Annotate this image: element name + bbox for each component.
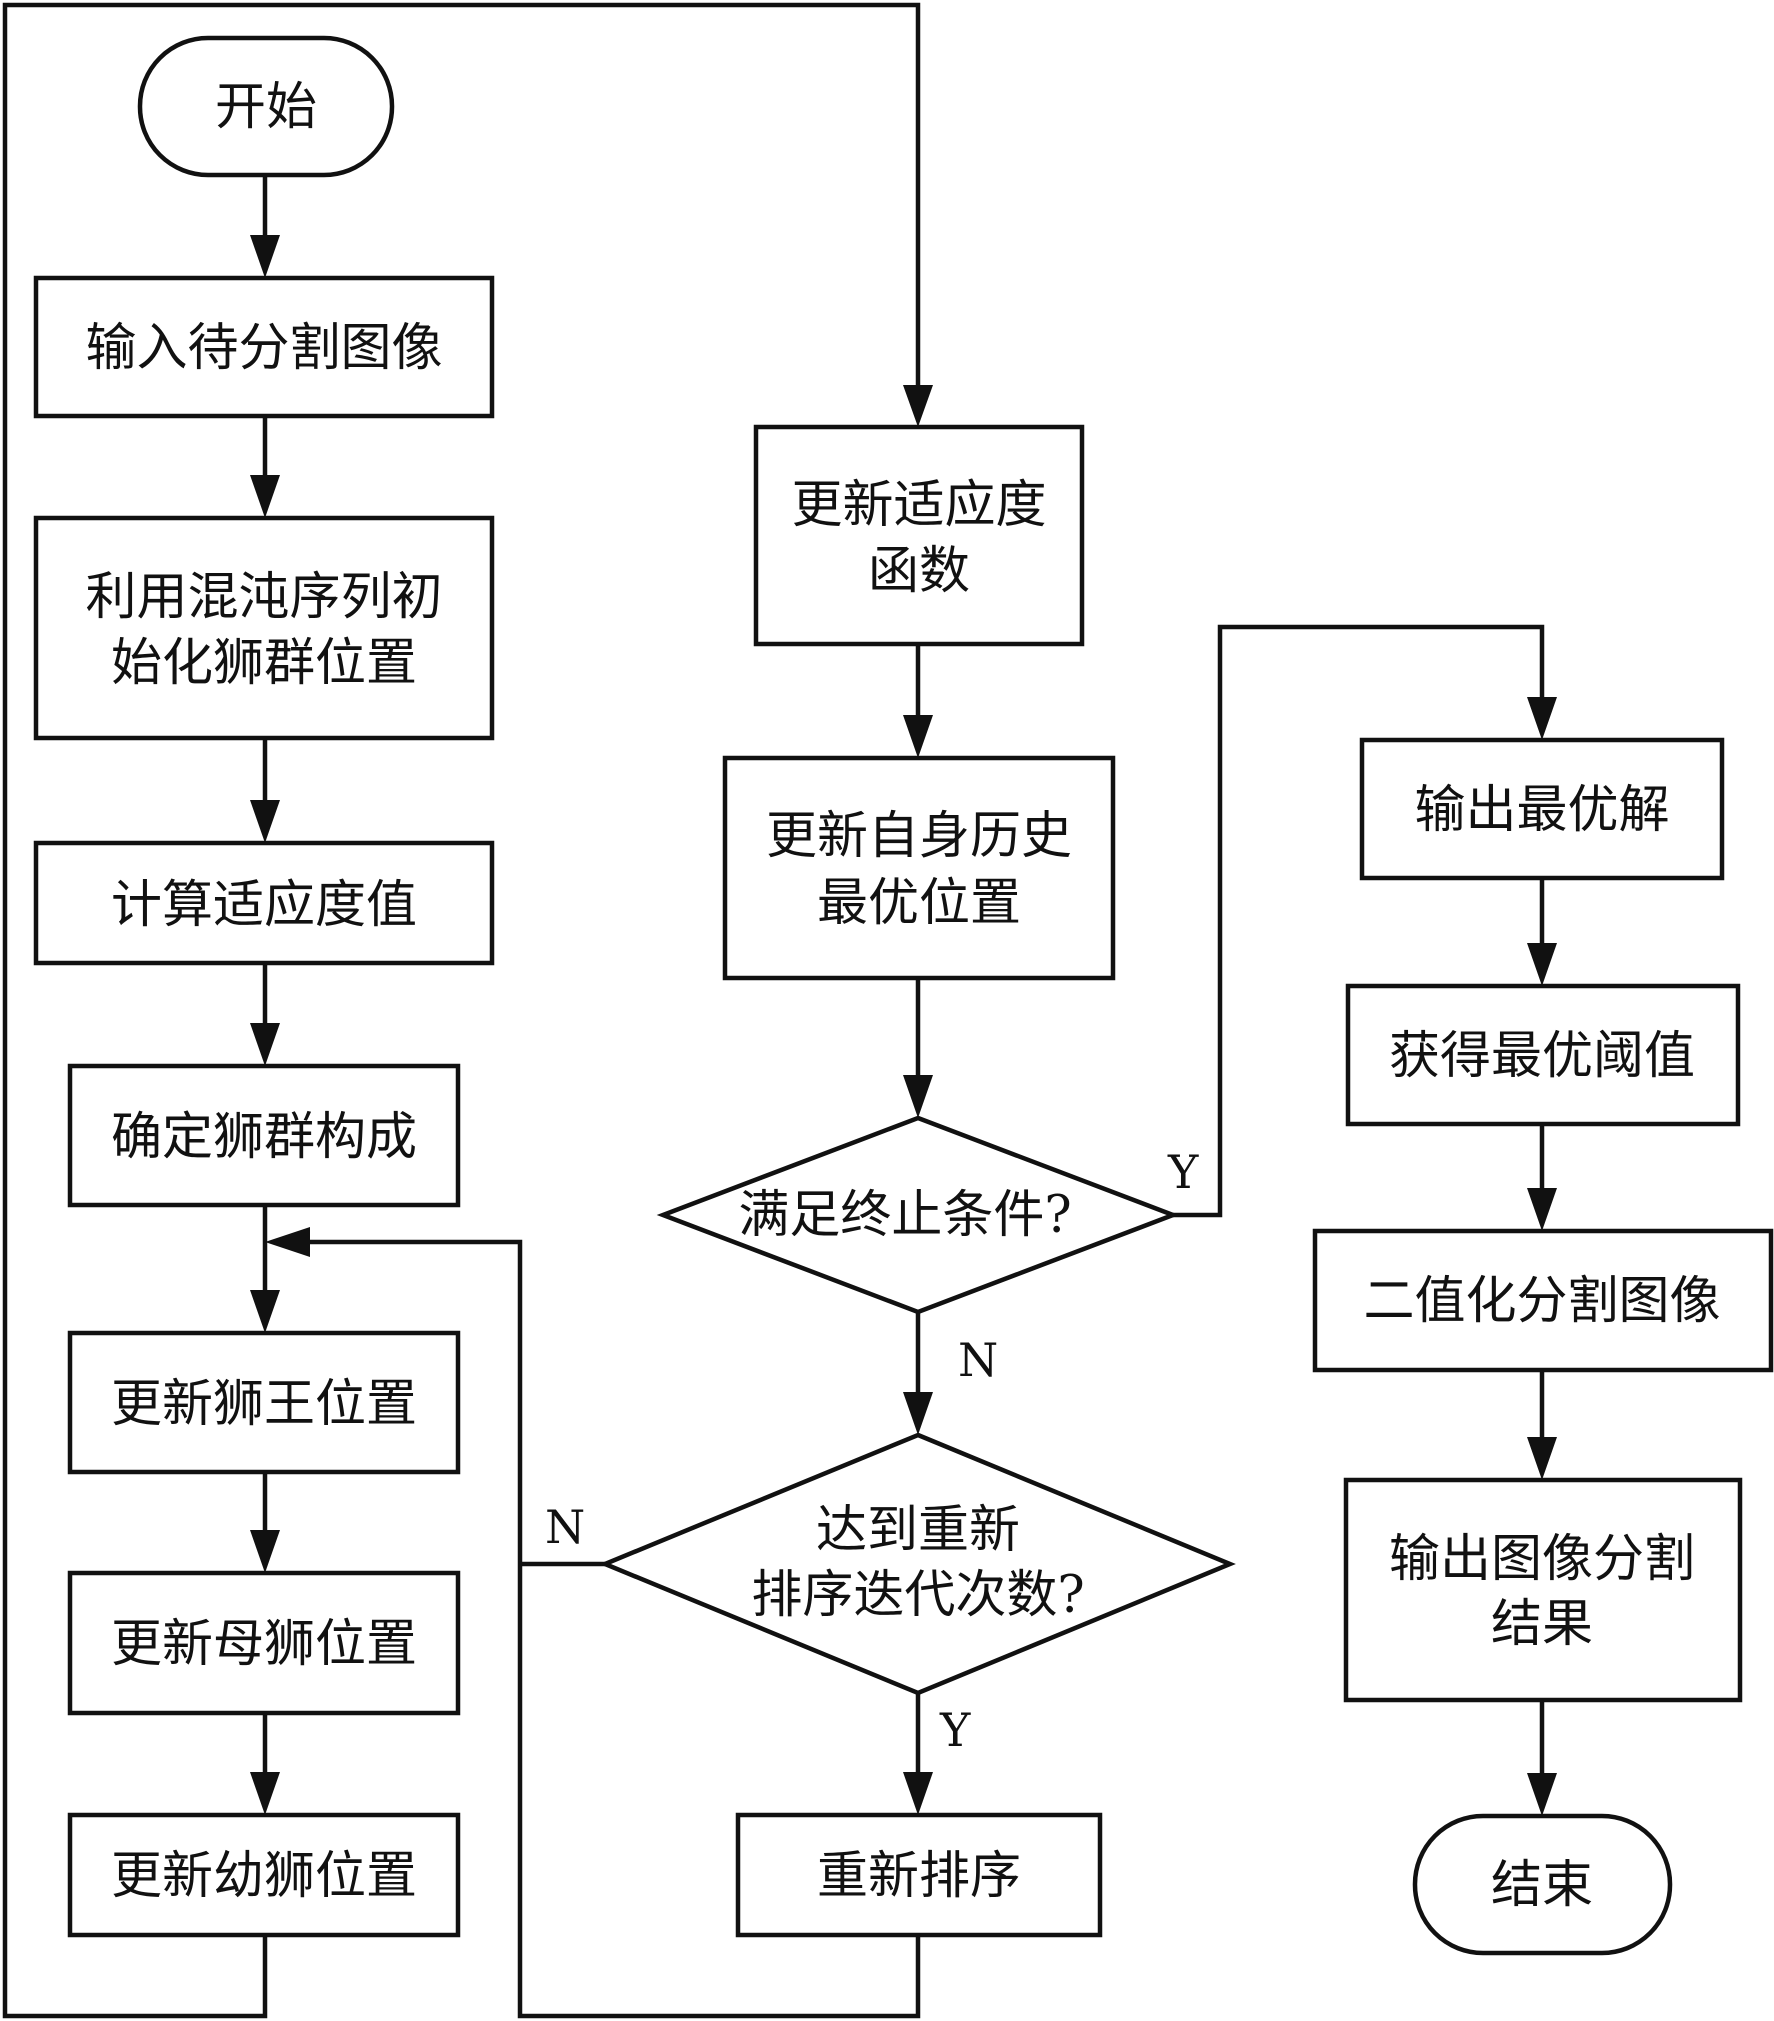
node-output-best: 输出最优解 [1359,737,1725,881]
arrow-to-input [250,235,280,278]
label-no-termination: N [958,1333,998,1387]
output-result-line-1: 输出图像分割 [1389,1530,1695,1589]
node-best-threshold: 获得最优阈值 [1345,983,1741,1127]
label-yes-reorder: Y [939,1703,971,1757]
end-label: 结束 [1491,1856,1593,1915]
connectors [2,2,1557,2019]
arrow-to-init [250,475,280,518]
update-hist-best-line-2: 最优位置 [817,874,1021,933]
node-update-king: 更新狮王位置 [67,1330,461,1475]
connector-term-yes [1173,624,1545,1218]
init-chaos-line-2: 始化狮群位置 [111,634,417,693]
node-output-result: 输出图像分割 结果 [1343,1477,1743,1703]
node-determine-group: 确定狮群构成 [67,1063,461,1208]
loop-line-reorder [310,1239,921,2019]
arrow-to-output-best [1527,697,1557,740]
node-reorder-check: 达到重新 排序迭代次数? [599,1432,1236,1696]
init-chaos-line-1: 利用混沌序列初 [85,568,442,627]
arrow-to-determine [250,1023,280,1066]
arrow-to-calc [250,800,280,843]
arrow-to-update-fitness-fn [903,385,933,427]
loop-line-outer [2,2,921,2019]
label-yes-termination: Y [1167,1145,1199,1199]
update-lioness-label: 更新母狮位置 [111,1615,417,1674]
arrow-to-reorder-check [903,1392,933,1435]
node-update-lioness: 更新母狮位置 [67,1570,461,1716]
update-fitness-fn-line-1: 更新适应度 [791,476,1046,535]
arrow-to-binarize [1527,1188,1557,1231]
best-threshold-label: 获得最优阈值 [1389,1027,1695,1086]
reorder-check-line-1: 达到重新 [816,1501,1020,1560]
node-termination-check: 满足终止条件? [656,1115,1180,1315]
node-end: 结束 [1412,1813,1673,1956]
reorder-check-line-2: 排序迭代次数? [751,1566,1084,1625]
arrow-to-reorder [903,1772,933,1815]
update-hist-best-line-1: 更新自身历史 [766,807,1072,866]
arrow-to-lioness [250,1530,280,1573]
arrow-to-thresh [1527,943,1557,986]
input-image-label: 输入待分割图像 [85,319,442,378]
arrow-to-king [250,1290,280,1333]
node-update-hist-best: 更新自身历史 最优位置 [722,755,1116,981]
node-start: 开始 [137,35,395,178]
node-update-cub: 更新幼狮位置 [67,1812,461,1938]
node-binarize: 二值化分割图像 [1312,1228,1774,1373]
output-best-label: 输出最优解 [1414,781,1669,840]
node-update-fitness-fn: 更新适应度 函数 [753,424,1085,647]
arrow-to-hist [903,715,933,758]
termination-check-label: 满足终止条件? [738,1186,1071,1245]
arrow-to-merge [265,1227,310,1257]
arrow-to-cub [250,1772,280,1815]
node-init-chaos: 利用混沌序列初 始化狮群位置 [33,515,495,741]
update-cub-label: 更新幼狮位置 [111,1847,417,1906]
calc-fitness-label: 计算适应度值 [111,876,417,935]
determine-group-label: 确定狮群构成 [111,1108,417,1167]
start-label: 开始 [215,78,317,137]
arrow-to-result [1527,1437,1557,1480]
arrow-to-term [903,1075,933,1118]
update-king-label: 更新狮王位置 [111,1375,417,1434]
node-input-image: 输入待分割图像 [33,275,495,419]
label-no-reorder: N [545,1500,585,1554]
binarize-label: 二值化分割图像 [1363,1272,1720,1331]
reorder-label: 重新排序 [817,1847,1021,1906]
arrow-to-end [1527,1773,1557,1816]
node-calc-fitness: 计算适应度值 [33,840,495,966]
update-fitness-fn-line-2: 函数 [868,542,970,601]
output-result-line-2: 结果 [1491,1595,1593,1654]
node-reorder: 重新排序 [735,1812,1103,1938]
